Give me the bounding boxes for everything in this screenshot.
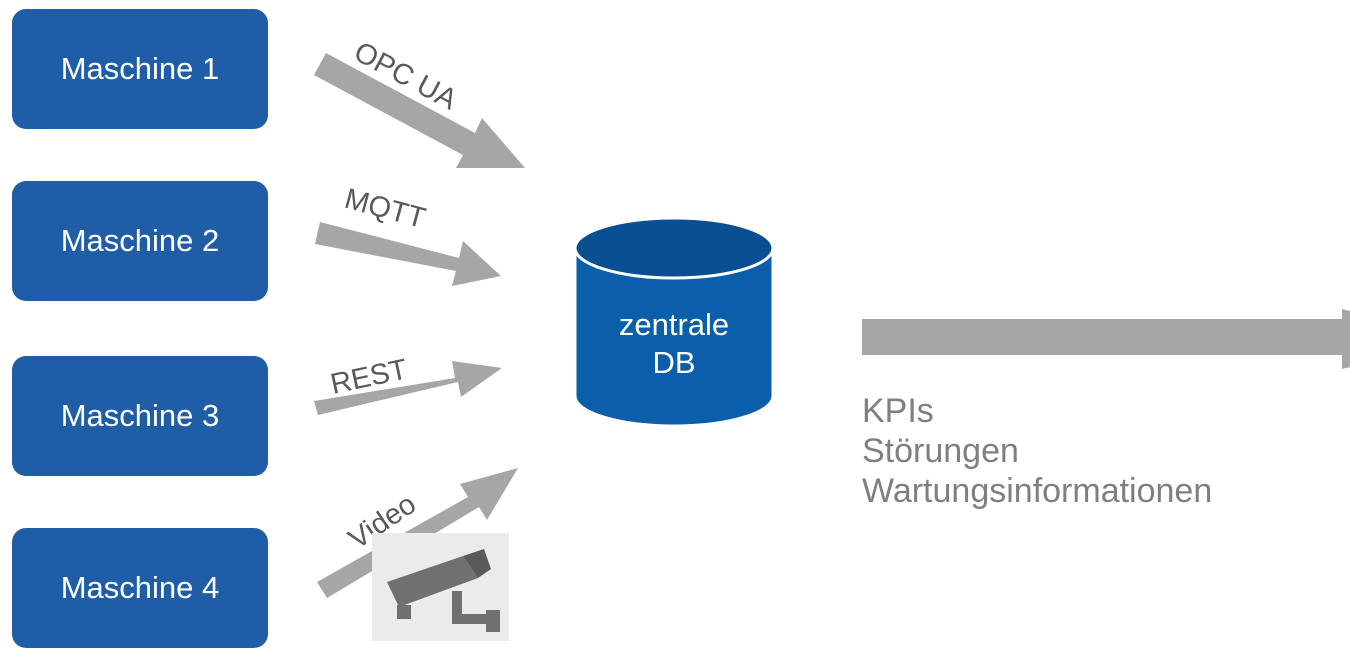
machine-1-box: Maschine 1 (12, 9, 268, 129)
mqtt-label: MQTT (341, 183, 429, 235)
opcua-arrow (314, 53, 525, 168)
machine-3-label: Maschine 3 (60, 398, 220, 433)
database-label-line-1: zentrale (618, 307, 730, 342)
machine-3-box: Maschine 3 (12, 356, 268, 476)
output-arrow (862, 309, 1350, 369)
mqtt-arrow (315, 222, 501, 286)
rest-arrow (314, 361, 502, 415)
machine-4-label: Maschine 4 (60, 570, 220, 605)
security-camera-icon (372, 533, 509, 641)
database-label-line-2: DB (652, 345, 696, 380)
output-item-wartungsinformationen: Wartungsinformationen (862, 472, 1213, 510)
output-item-stoerungen: Störungen (862, 432, 1019, 470)
database-cylinder (573, 216, 775, 428)
machine-2-label: Maschine 2 (60, 223, 220, 258)
output-item-kpis: KPIs (862, 392, 934, 430)
machine-4-box: Maschine 4 (12, 528, 268, 648)
machine-2-box: Maschine 2 (12, 181, 268, 301)
output-list: KPIs Störungen Wartungsinformationen (862, 391, 1212, 511)
database-label: zentrale DB (575, 306, 773, 382)
machine-1-label: Maschine 1 (60, 51, 220, 86)
